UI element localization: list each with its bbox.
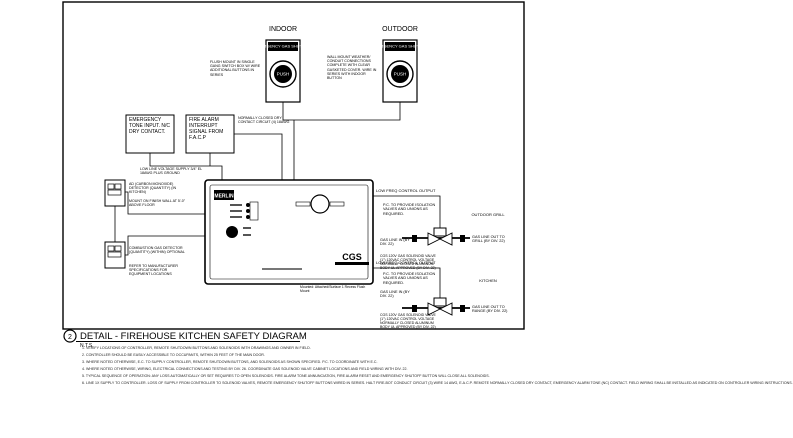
normally-closed-note: NORMALLY CLOSED DRY CONTACT CIRCUIT (4) …: [238, 116, 289, 124]
general-notes: 1. VERIFY LOCATIONS OF CONTROLLER, REMOT…: [82, 346, 793, 388]
range-solenoid-valve: [402, 297, 470, 316]
low-freq-output-1: LOW FREQ CONTROL OUTPUT: [376, 188, 436, 193]
detail-title: 2 DETAIL - FIREHOUSE KITCHEN SAFETY DIAG…: [63, 329, 307, 349]
indoor-heading: INDOOR: [269, 26, 297, 33]
note-item: 6. LINE 1X SUPPLY TO CONTROLLER. LOSS OF…: [82, 381, 793, 385]
indoor-push-label: PUSH: [277, 72, 290, 77]
merlin-logo: MERLIN: [214, 194, 234, 200]
indoor-shutoff-label: EMERGENCY GAS SHUT OFF: [255, 44, 312, 49]
normally-closed-wire: [234, 133, 283, 180]
detail-number: 2: [68, 334, 72, 341]
note-item: 4. WHERE NOTED OTHERWISE, WIRING, ELECTR…: [82, 367, 408, 371]
low-freq-output-2: LOW FREQ CONTROL OUTPUT: [376, 260, 436, 265]
merlin-controller: MERLIN CGS: [204, 179, 374, 285]
solenoid-note-2: CGS 120V GAS SOLENOID VALVE (1") 120VAC …: [380, 313, 436, 329]
gas-line-in-note-1: GAS LINE IN (BY DIV. 22): [380, 238, 410, 246]
low-voltage-supply-note: LOW LINE VOLTAGE SUPPLY 3/4" EL 18AWG PL…: [140, 167, 202, 175]
indoor-push-ring: [269, 60, 297, 88]
reset-key-switch: [226, 226, 238, 238]
outdoor-push-ring: [386, 60, 414, 88]
output-wire-grill: [373, 195, 441, 235]
gas-line-out-range-note: GAS LINE OUT TO RANGE (BY DIV. 22): [472, 305, 507, 313]
detail-title-text: DETAIL - FIREHOUSE KITCHEN SAFETY DIAGRA…: [80, 331, 307, 342]
button-series-wire: [282, 102, 401, 121]
wall-mount-note: WALL MOUNT WEATHER/ CONDUIT CONNECTIONS …: [327, 55, 376, 80]
outdoor-push-label: PUSH: [394, 72, 407, 77]
emergency-tone-input-box: EMERGENCY TONE INPUT. N/C DRY CONTACT.: [125, 114, 175, 154]
kitchen-label: KITCHEN: [479, 278, 497, 283]
outdoor-push-knob: [391, 65, 409, 83]
combustion-detector: [104, 241, 126, 269]
drawing-border: [62, 1, 525, 330]
note-item: 1. VERIFY LOCATIONS OF CONTROLLER, REMOT…: [82, 346, 311, 350]
solenoid-note-1: CGS 120V GAS SOLENOID VALVE (1") 120VAC …: [380, 254, 436, 270]
co-detector-wire: [125, 191, 205, 215]
gas-line-in-note-2: GAS LINE IN (BY DIV. 22): [380, 290, 410, 298]
tone-input-wire: [149, 153, 223, 182]
output-wire-range: [373, 267, 441, 305]
combustion-detector-note: COMBUSTION GAS DETECTOR (QUANTITY) (WITH…: [129, 246, 185, 254]
pressure-gauge: [310, 194, 330, 214]
co-detector-note: AD (CARBON MONOXIDE) DETECTOR (QUANTITY)…: [129, 182, 176, 194]
note-item: 3. WHERE NOTED OTHERWISE, E.C. TO SUPPLY…: [82, 360, 378, 364]
note-item: 5. TYPICAL SEQUENCE OF OPERATION: ANY LO…: [82, 374, 490, 378]
firehouse-kitchen-safety-diagram: INDOOR OUTDOOR EMERGENCY GAS SHUT OFF PU…: [62, 1, 793, 388]
grill-solenoid-valve: [402, 227, 470, 246]
flush-mount-note: FLUSH MOUNT IN SINGLE GANG SWITCH BOX W/…: [210, 60, 260, 77]
outdoor-shutoff-label: EMERGENCY GAS SHUT OFF: [372, 44, 429, 49]
cgs-logo: CGS: [342, 252, 362, 262]
gas-line-out-grill-note: GAS LINE OUT TO GRILL (BY DIV. 22): [472, 235, 505, 243]
detail-scale: N.T.S.: [80, 343, 94, 349]
detector-mount-note: MOUNT ON FINISH WALL AT 5'-0" ABOVE FLOO…: [129, 199, 185, 207]
co-detector: [104, 179, 126, 207]
note-item: 2. CONTROLLER SHOULD BE EASILY ACCESSIBL…: [82, 353, 265, 357]
controller-mount-note: Mounted: Attached/Surface 1 Recess Flush…: [300, 285, 365, 293]
indoor-push-knob: [274, 65, 292, 83]
fire-alarm-interrupt-box: FIRE ALARM INTERRUPT SIGNAL FROM F.A.C.P: [185, 114, 235, 154]
detail-number-bubble: [63, 329, 77, 343]
outdoor-grill-label: OUTDOOR GRILL: [471, 212, 505, 217]
fire-alarm-label: FIRE ALARM INTERRUPT SIGNAL FROM F.A.C.P: [189, 117, 224, 141]
detector-manufacturer-note: REFER TO MANUFACTURER SPECIFICATIONS FOR…: [129, 264, 178, 276]
outdoor-shutoff-button: EMERGENCY GAS SHUT OFF PUSH: [372, 39, 429, 103]
pc-isolation-note-2: P.C. TO PROVIDE ISOLATION VALVES AND UNI…: [383, 272, 435, 285]
diagram-canvas: INDOOR OUTDOOR EMERGENCY GAS SHUT OFF PU…: [62, 1, 525, 349]
status-leds: [230, 201, 259, 221]
outdoor-heading: OUTDOOR: [382, 26, 418, 33]
combustion-detector-wire: [125, 235, 205, 256]
tone-input-label: EMERGENCY TONE INPUT. N/C DRY CONTACT.: [129, 117, 171, 135]
pc-isolation-note-1: P.C. TO PROVIDE ISOLATION VALVES AND UNI…: [383, 203, 435, 216]
indoor-shutoff-button: EMERGENCY GAS SHUT OFF PUSH: [255, 39, 312, 103]
